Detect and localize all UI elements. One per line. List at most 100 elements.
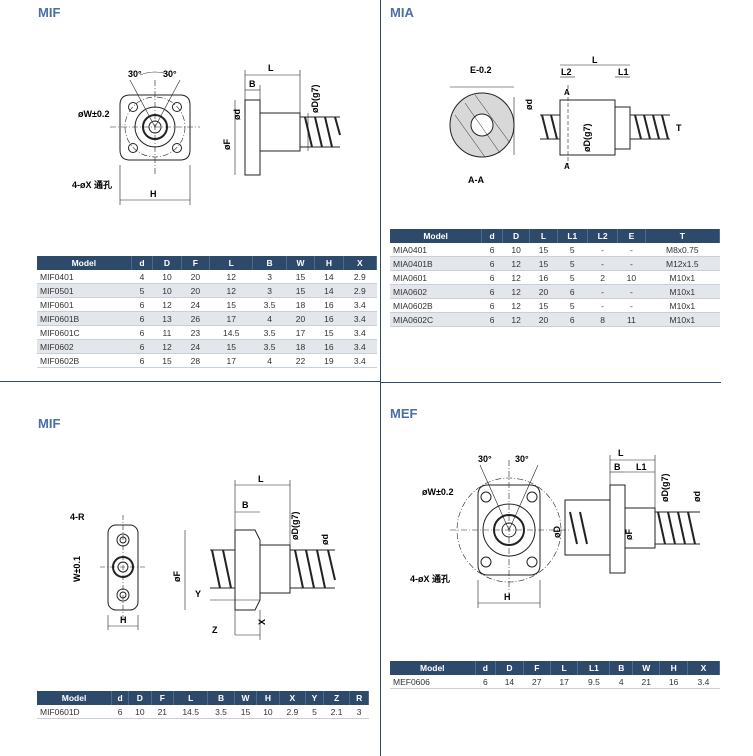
value-cell: 6: [131, 311, 153, 326]
column-header: B: [207, 691, 235, 705]
column-header: L2: [587, 229, 619, 243]
value-cell: -: [617, 243, 646, 257]
value-cell: 15: [209, 297, 253, 312]
value-cell: 12: [502, 284, 530, 299]
column-header: B: [609, 661, 634, 675]
value-cell: 6: [111, 705, 129, 719]
value-cell: 14: [495, 675, 524, 689]
mef-drawing: 30° 30° øW±0.2 4-øX 通孔 H L B L1 øD øF øD…: [410, 448, 702, 608]
value-cell: 14: [314, 270, 344, 284]
value-cell: 4: [252, 353, 287, 368]
mif-d-drawing: 4-R W±0.1 H L B øD(g7) ød øF Y Z X: [70, 474, 336, 640]
a-marker-bottom: A: [564, 162, 570, 171]
column-header: X: [279, 691, 307, 705]
column-header: d: [111, 691, 130, 705]
value-cell: 3.5: [252, 325, 287, 340]
value-cell: 13: [152, 311, 182, 326]
value-cell: 26: [181, 311, 210, 326]
value-cell: 6: [131, 325, 153, 340]
column-header: B: [252, 256, 287, 270]
model-cell: MIF0501: [37, 283, 132, 298]
value-cell: 3.4: [343, 311, 377, 326]
model-cell: MIF0601C: [37, 325, 132, 340]
holes-label: 4-øX 通孔: [72, 179, 112, 190]
value-cell: 20: [529, 312, 558, 327]
value-cell: 5: [557, 298, 588, 313]
column-header: F: [523, 661, 551, 675]
column-header: H: [659, 661, 688, 675]
value-cell: 6: [481, 270, 503, 285]
value-cell: 10: [502, 243, 530, 257]
column-header: d: [481, 229, 503, 243]
value-cell: 20: [286, 311, 315, 326]
mef-l1-label: L1: [636, 462, 647, 472]
value-cell: -: [587, 298, 618, 313]
b-label: B: [249, 79, 256, 89]
column-header: D: [502, 229, 531, 243]
value-cell: 18: [286, 297, 315, 312]
value-cell: 10: [152, 270, 182, 284]
model-cell: MIF0602B: [37, 353, 132, 368]
value-cell: 10: [256, 705, 280, 719]
w-tol-label: W±0.1: [72, 556, 82, 582]
a-marker-top: A: [564, 88, 570, 97]
value-cell: 3: [252, 283, 287, 298]
vertical-divider: [380, 0, 381, 756]
l-label: L: [268, 63, 274, 73]
f-label: øF: [222, 139, 232, 150]
l1-label: L1: [618, 67, 629, 77]
value-cell: 3.4: [343, 339, 377, 354]
mifd-f-label: øF: [172, 571, 182, 582]
column-header: Model: [37, 691, 113, 705]
value-cell: 4: [252, 311, 287, 326]
value-cell: 15: [314, 325, 344, 340]
value-cell: 4: [609, 675, 633, 689]
value-cell: 16: [314, 311, 344, 326]
mef-angle-left: 30°: [478, 454, 492, 464]
value-cell: 15: [152, 353, 182, 368]
column-header: L: [529, 229, 558, 243]
value-cell: 15: [529, 256, 558, 271]
column-header: L: [209, 256, 254, 270]
mifd-d-label: ød: [320, 534, 330, 545]
column-header: Z: [323, 691, 351, 705]
value-cell: 17: [286, 325, 315, 340]
value-cell: 5: [131, 283, 153, 298]
value-cell: -: [617, 284, 646, 299]
value-cell: 12: [502, 256, 530, 271]
value-cell: 14: [314, 283, 344, 298]
value-cell: 6: [557, 284, 588, 299]
column-header: L: [173, 691, 209, 705]
value-cell: M8x0.75: [645, 243, 720, 257]
column-header: X: [343, 256, 378, 270]
mifd-dg7-label: øD(g7): [290, 512, 300, 541]
value-cell: 11: [152, 325, 182, 340]
column-header: W: [632, 661, 661, 675]
value-cell: 6: [557, 312, 588, 327]
column-header: F: [181, 256, 211, 270]
model-cell: MIF0601: [37, 297, 132, 312]
column-header: L1: [557, 229, 588, 243]
mifd-b-label: B: [242, 500, 249, 510]
value-cell: 16: [659, 675, 688, 689]
model-cell: MIA0401: [390, 243, 482, 257]
section-title-mif-d: MIF: [38, 416, 61, 431]
value-cell: -: [587, 243, 618, 257]
value-cell: 12: [152, 297, 182, 312]
model-cell: MIA0602: [390, 284, 482, 299]
column-header: F: [151, 691, 175, 705]
value-cell: 2.9: [279, 705, 306, 719]
value-cell: 16: [314, 297, 344, 312]
value-cell: -: [617, 256, 646, 271]
value-cell: -: [587, 284, 618, 299]
value-cell: 12: [209, 283, 253, 298]
value-cell: 15: [286, 270, 315, 284]
value-cell: 21: [151, 705, 174, 719]
